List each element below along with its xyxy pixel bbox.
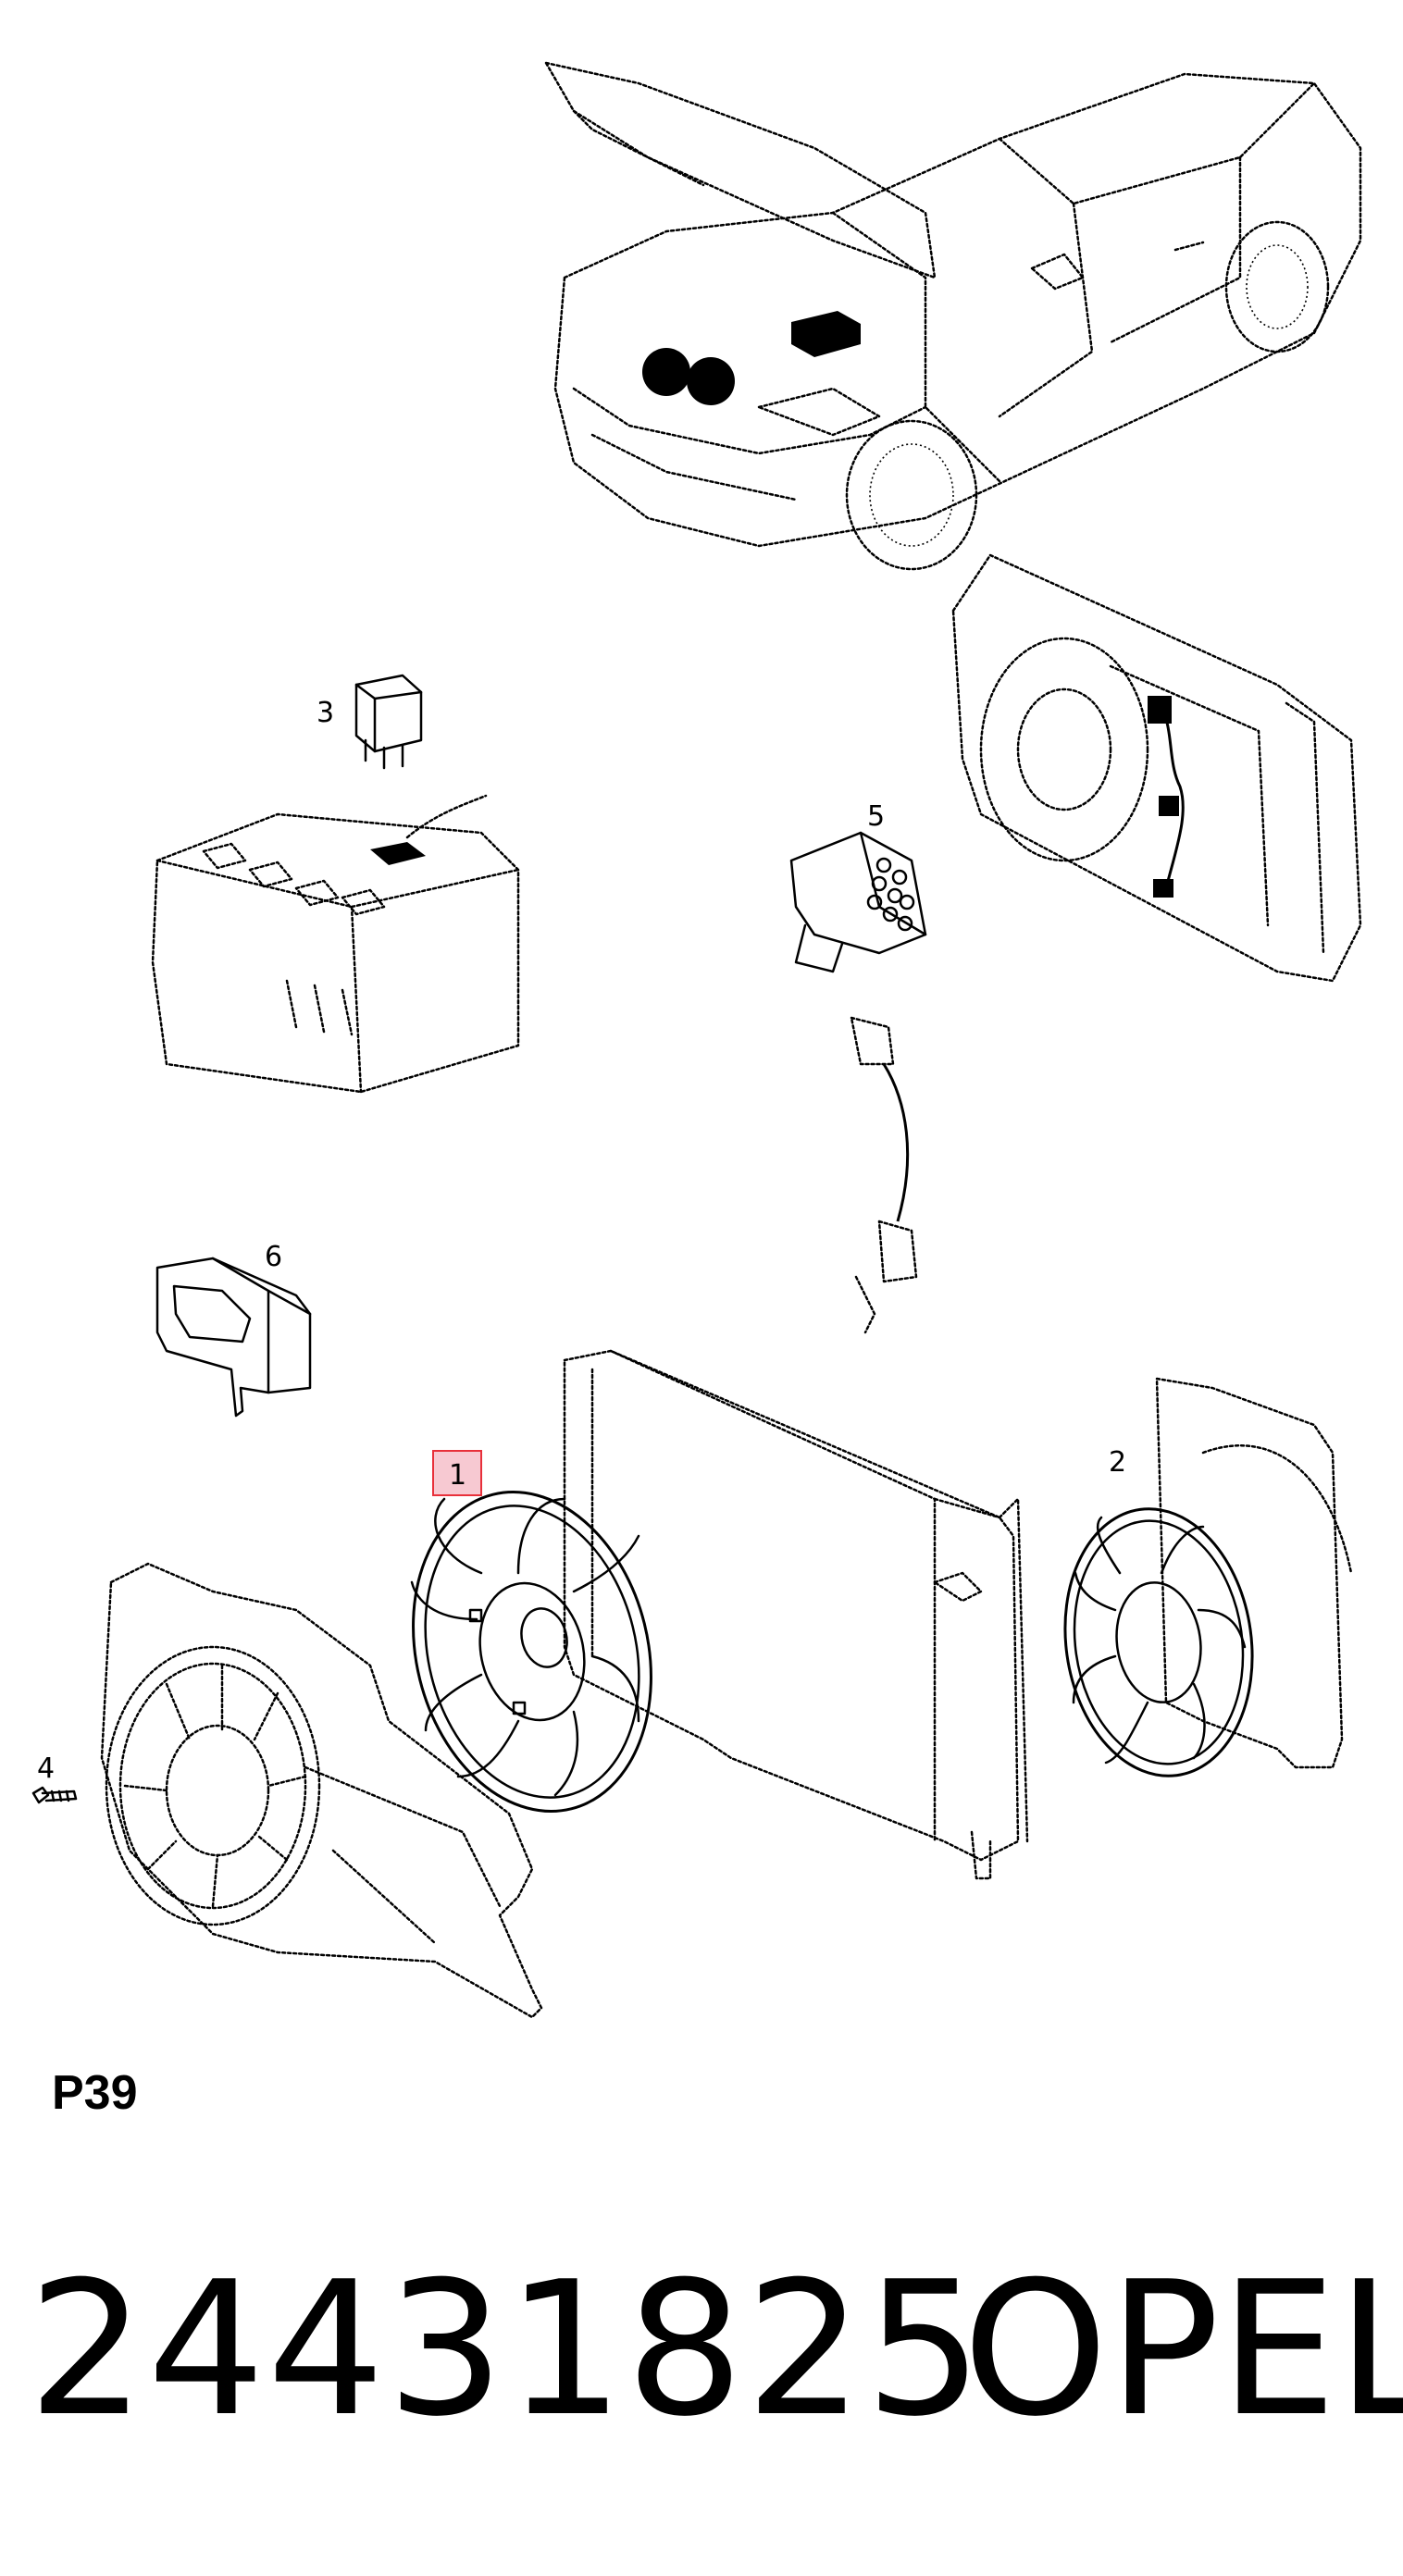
car-illustration <box>544 61 1362 571</box>
callout-4: 4 <box>37 1752 55 1785</box>
callout-1-highlight: 1 <box>432 1450 482 1496</box>
fuse-box <box>151 794 520 1094</box>
fan-2-part <box>1063 1377 1353 1777</box>
fan-1-part <box>410 1491 652 1813</box>
radiator-assembly-overview <box>951 553 1362 983</box>
bolt-part <box>31 1786 78 1804</box>
part-number: 24431825 <box>28 2242 985 2458</box>
page-label: P39 <box>52 2066 138 2120</box>
resistor-part <box>789 831 927 1334</box>
fan-shroud-part <box>100 1562 543 2019</box>
radiator-part <box>563 1349 1029 1880</box>
callout-1: 1 <box>449 1459 466 1492</box>
callout-6: 6 <box>265 1241 282 1273</box>
clip-part <box>155 1257 312 1418</box>
callout-5: 5 <box>867 800 885 833</box>
relay-part <box>354 674 423 770</box>
brand-name: OPEL <box>962 2242 1403 2458</box>
callout-2: 2 <box>1109 1446 1126 1479</box>
callout-3: 3 <box>317 697 334 729</box>
